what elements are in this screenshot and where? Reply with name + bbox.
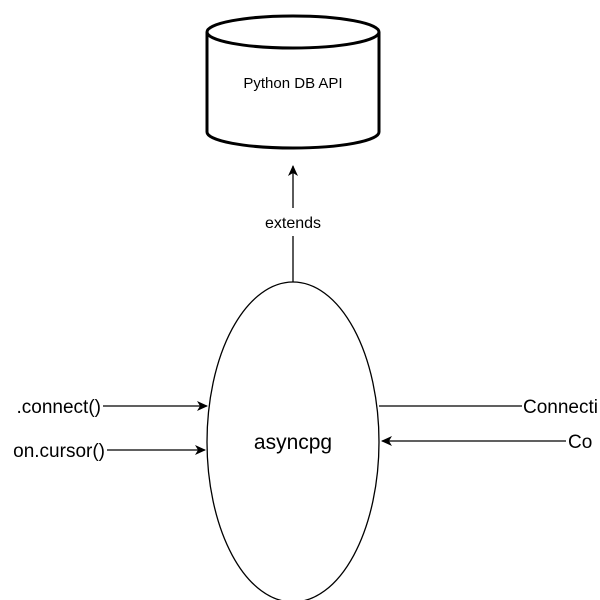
extends-label: extends (265, 215, 321, 232)
cursor-edge[interactable]: on.cursor() (13, 441, 206, 462)
extends-edge[interactable]: extends (265, 165, 321, 283)
right-incoming-label: Co (568, 432, 592, 453)
connection-edge[interactable]: Connecti (379, 397, 598, 418)
database-cylinder-top (205, 14, 381, 50)
right-incoming-edge[interactable]: Co (381, 432, 592, 453)
connect-label: .connect() (17, 397, 101, 418)
database-node[interactable]: Python DB API (205, 14, 381, 150)
connection-label: Connecti (523, 397, 598, 418)
connect-edge[interactable]: .connect() (17, 397, 208, 418)
asyncpg-node[interactable]: asyncpg (206, 281, 380, 600)
cursor-label: on.cursor() (13, 441, 105, 462)
database-cylinder-body (205, 32, 381, 150)
asyncpg-label: asyncpg (254, 431, 332, 454)
database-label: Python DB API (243, 75, 342, 92)
asyncpg-ellipse (206, 281, 380, 600)
